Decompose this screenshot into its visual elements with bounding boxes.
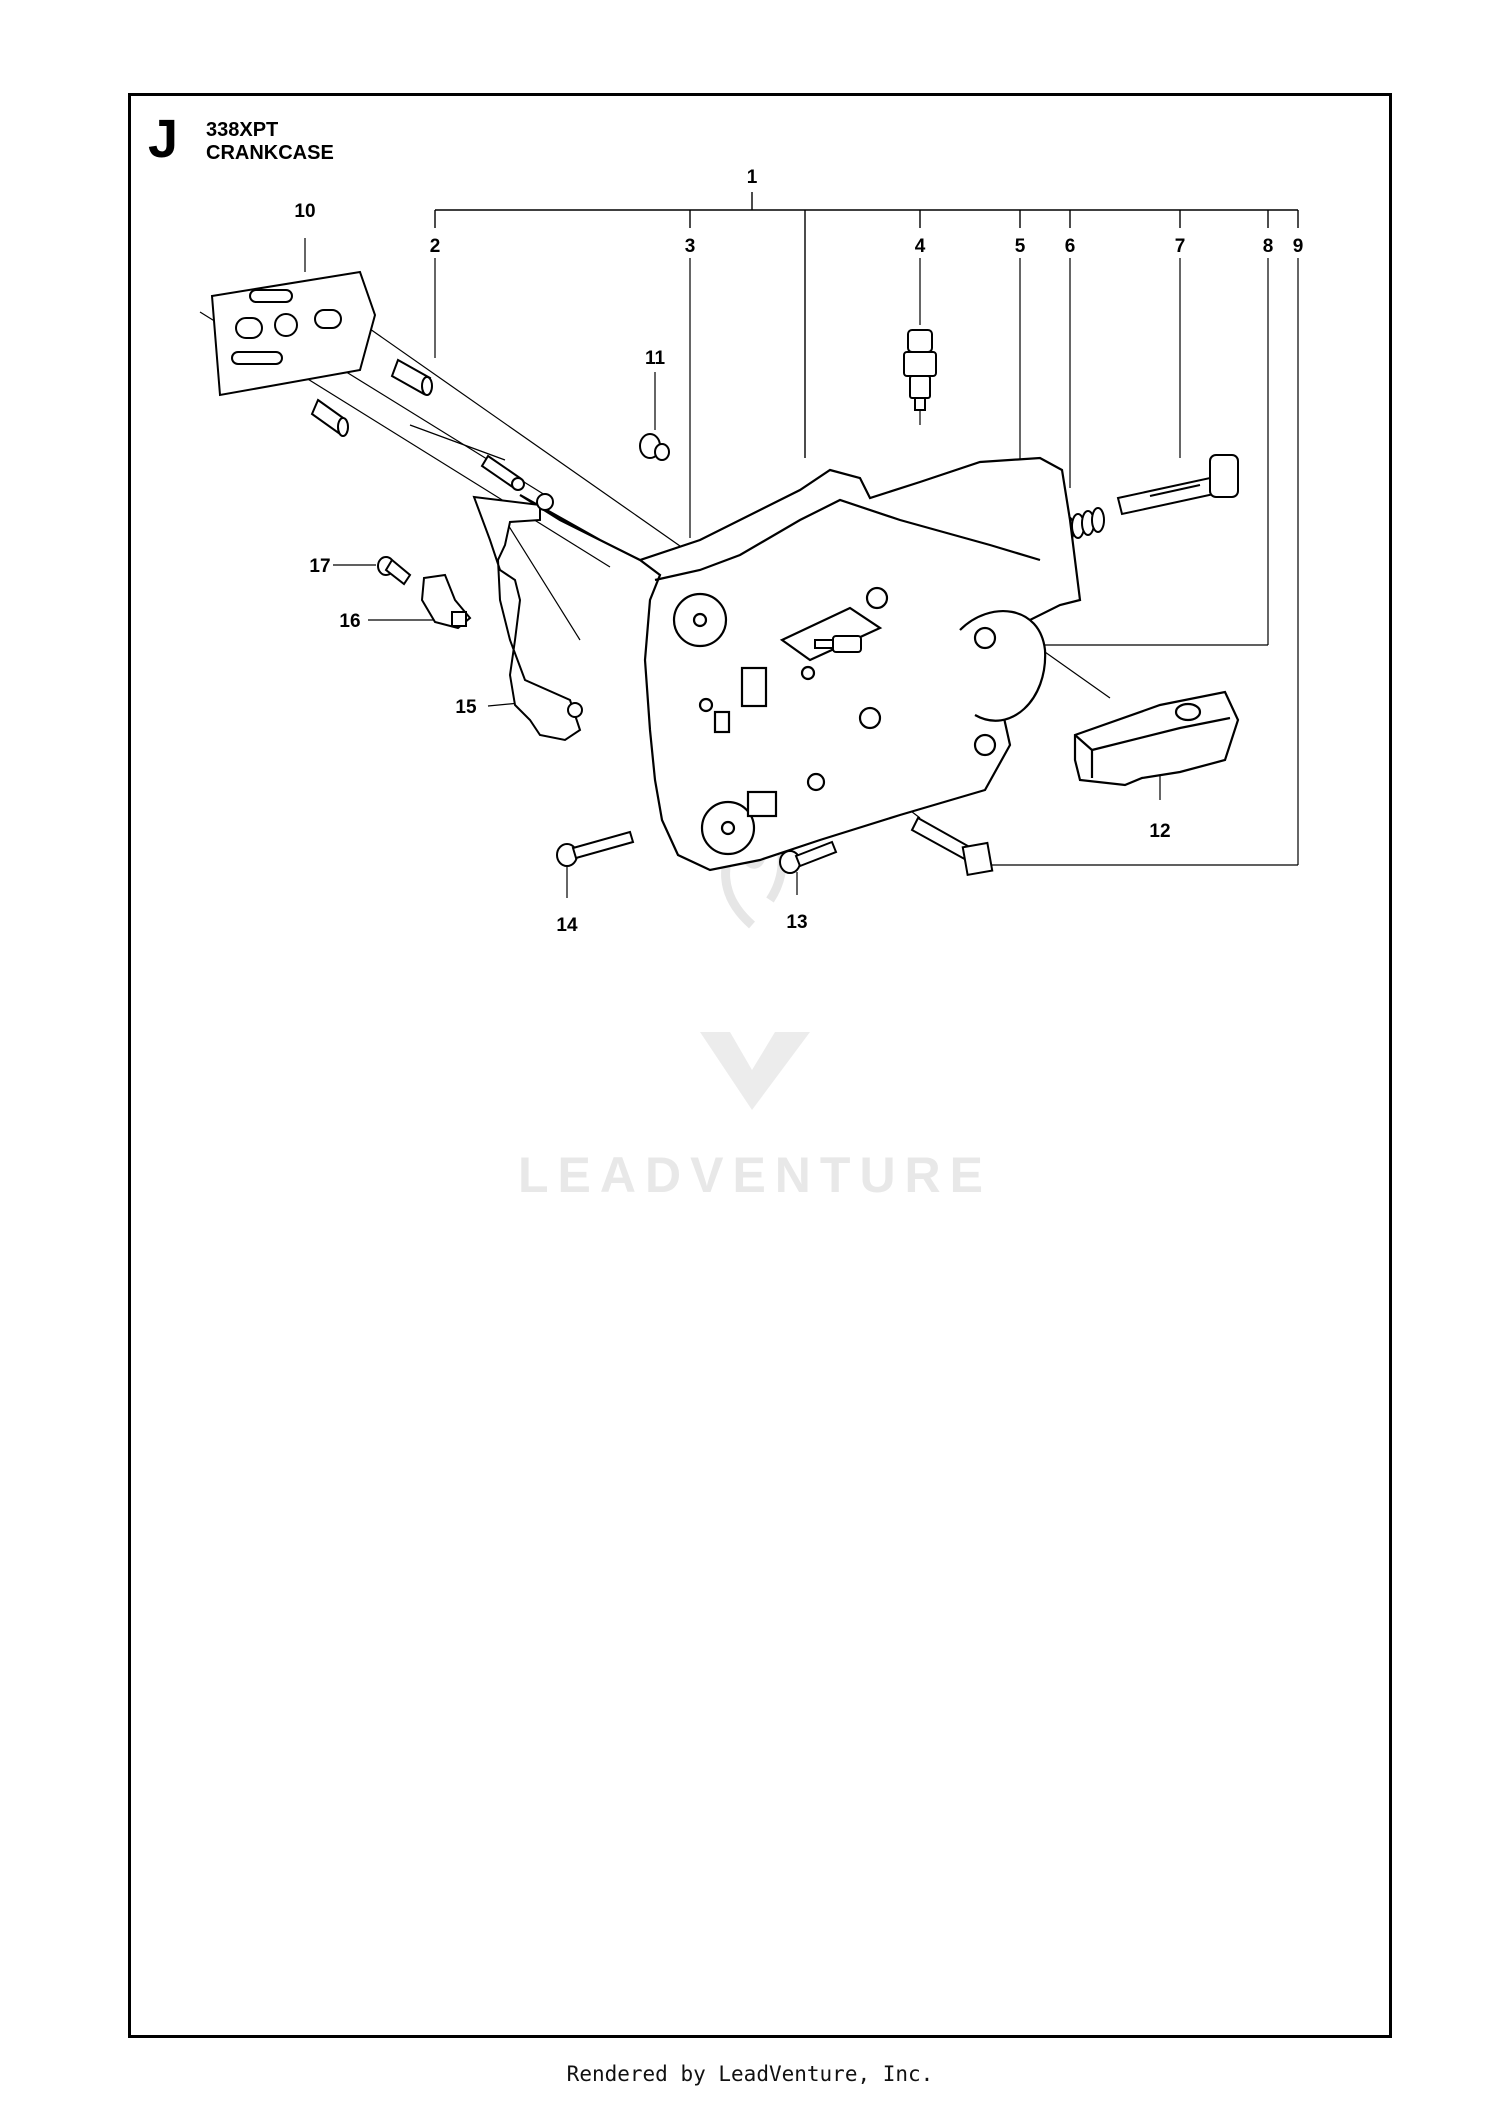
part-11-plug xyxy=(639,433,670,461)
assembly-bracket xyxy=(434,192,1299,458)
model-label: 338XPT xyxy=(206,119,279,141)
callout-7: 7 xyxy=(1175,236,1186,257)
part-12-block xyxy=(1073,690,1240,787)
callout-3: 3 xyxy=(685,236,696,257)
callout-8: 8 xyxy=(1263,236,1274,257)
part-4-adjuster xyxy=(903,329,937,411)
callout-9: 9 xyxy=(1293,236,1304,257)
callout-6: 6 xyxy=(1065,236,1076,257)
diagram-frame xyxy=(128,93,1392,2038)
callout-10: 10 xyxy=(294,201,315,222)
callout-17: 17 xyxy=(309,556,330,577)
part-14-screw xyxy=(556,830,635,867)
callout-13: 13 xyxy=(786,912,807,933)
part-8-pump-pin xyxy=(814,635,862,653)
callout-1: 1 xyxy=(747,167,758,188)
part-10-guide-plate xyxy=(210,270,377,397)
part-2-sleeves xyxy=(310,358,433,437)
part-13-screw xyxy=(779,840,838,874)
part-3-screw xyxy=(480,454,525,491)
part-16-clip xyxy=(420,573,472,630)
callout-15: 15 xyxy=(455,697,477,718)
callout-11: 11 xyxy=(645,348,666,369)
part-7-tension-screw xyxy=(1116,454,1239,516)
callout-5: 5 xyxy=(1015,236,1026,257)
footer-credit: Rendered by LeadVenture, Inc. xyxy=(566,2062,934,2086)
part-9-bolt xyxy=(910,816,994,877)
part-15-cover-plate xyxy=(472,493,583,742)
callout-12: 12 xyxy=(1149,821,1170,842)
watermark-text: LEADVENTURE xyxy=(518,1147,992,1203)
callout-4: 4 xyxy=(915,236,926,257)
part-17-screw xyxy=(377,556,412,586)
callout-16: 16 xyxy=(339,611,360,632)
callout-numbers: 1 2 3 4 5 6 7 8 9 10 11 12 13 14 15 16 1… xyxy=(294,167,1303,936)
section-letter: J xyxy=(148,109,179,169)
diagram-title: CRANKCASE xyxy=(206,142,334,164)
callout-2: 2 xyxy=(430,236,441,257)
part-1-crankcase xyxy=(519,456,1082,872)
callout-14: 14 xyxy=(556,915,578,936)
